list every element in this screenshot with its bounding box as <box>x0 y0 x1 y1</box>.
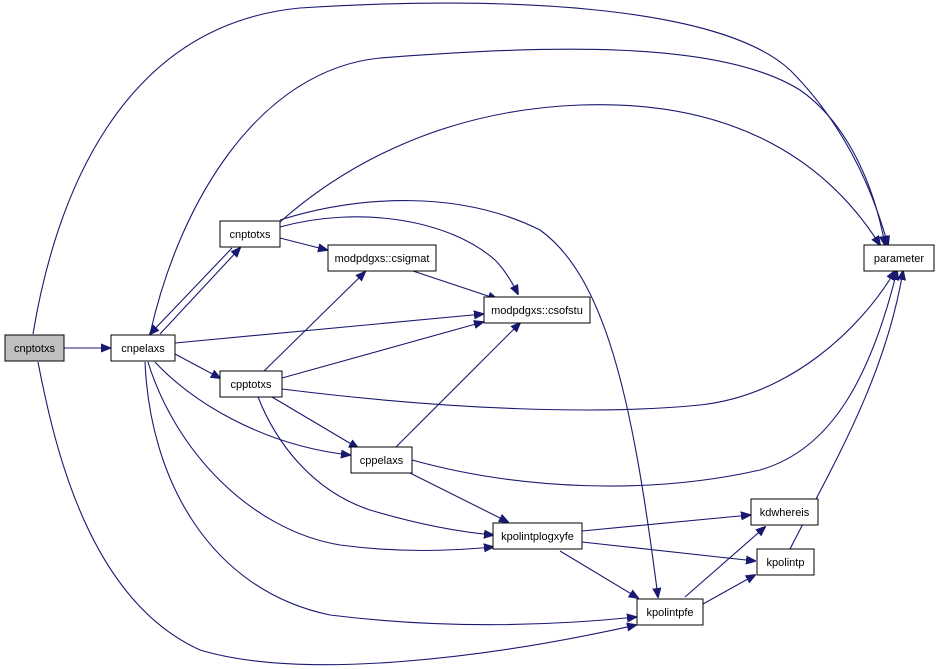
node-cnptotxs[interactable]: cnptotxs <box>219 220 281 248</box>
node-kpolintplogxyfe[interactable]: kpolintplogxyfe <box>492 522 583 550</box>
edge-cnpelaxs-to-csofstu <box>174 314 483 344</box>
svg-text:kpolintp: kpolintp <box>767 557 805 569</box>
edge-cnpelaxs-to-kpolintplogxyfe <box>147 361 493 551</box>
edge-cnptotxs-to-csofstu <box>279 216 518 294</box>
svg-text:kdwhereis: kdwhereis <box>760 507 810 519</box>
svg-text:cnpelaxs: cnpelaxs <box>121 343 165 355</box>
edge-kpolintpfe-to-kdwhereis <box>684 527 765 598</box>
edge-cnptotxs-to-csigmat <box>279 237 327 250</box>
node-modpdgxs-csigmat[interactable]: modpdgxs::csigmat <box>327 244 437 272</box>
svg-text:parameter: parameter <box>874 253 924 265</box>
node-kpolintpfe[interactable]: kpolintpfe <box>636 598 704 626</box>
edge-cppelaxs-to-csofstu <box>395 323 520 448</box>
svg-text:cppelaxs: cppelaxs <box>360 455 404 467</box>
node-kdwhereis[interactable]: kdwhereis <box>750 498 819 526</box>
edge-kpolintplogxyfe-to-kpolintpfe <box>559 550 638 598</box>
svg-text:modpdgxs::csigmat: modpdgxs::csigmat <box>335 253 430 265</box>
svg-text:cpptotxs: cpptotxs <box>231 379 272 391</box>
edge-cnptotxs-root-to-kpolintpfe <box>37 361 636 666</box>
edge-cnpelaxs-to-cpptotxs <box>174 353 220 378</box>
node-parameter[interactable]: parameter <box>863 244 935 272</box>
svg-text:kpolintpfe: kpolintpfe <box>646 607 693 619</box>
node-cnptotxs-root[interactable]: cnptotxs <box>4 334 65 362</box>
edge-cnpelaxs-to-parameter <box>149 48 885 335</box>
svg-text:cnptotxs: cnptotxs <box>14 343 55 355</box>
edge-cnptotxs-root-to-parameter <box>32 2 888 335</box>
edge-cnptotxs-to-cnpelaxs <box>150 247 233 334</box>
edge-cnptotxs-to-parameter <box>279 104 880 245</box>
svg-text:cnptotxs: cnptotxs <box>230 229 271 241</box>
node-cnpelaxs[interactable]: cnpelaxs <box>110 334 176 362</box>
edge-cpptotxs-to-cppelaxs <box>271 396 358 448</box>
edge-kpolintplogxyfe-to-kdwhereis <box>581 515 750 532</box>
svg-text:kpolintplogxyfe: kpolintplogxyfe <box>501 531 574 543</box>
edge-cppelaxs-to-kpolintplogxyfe <box>409 472 508 522</box>
edges <box>32 2 903 666</box>
edge-cnpelaxs-to-kpolintpfe <box>144 361 636 626</box>
edge-cnpelaxs-to-cnptotxs <box>159 248 240 335</box>
edge-cpptotxs-to-kpolintplogxyfe <box>257 396 493 535</box>
node-modpdgxs-csofstu[interactable]: modpdgxs::csofstu <box>483 296 591 324</box>
edge-cnpelaxs-to-cppelaxs <box>154 361 350 455</box>
node-cppelaxs[interactable]: cppelaxs <box>350 446 413 474</box>
edge-cpptotxs-to-parameter <box>281 271 895 411</box>
edge-kpolintpfe-to-kpolintp <box>702 575 755 605</box>
edge-cnptotxs-to-kpolintpfe <box>279 200 658 597</box>
edge-csigmat-to-csofstu <box>409 269 497 299</box>
svg-text:modpdgxs::csofstu: modpdgxs::csofstu <box>491 305 583 317</box>
node-cpptotxs[interactable]: cpptotxs <box>219 370 283 398</box>
edge-kpolintplogxyfe-to-kpolintp <box>581 541 755 561</box>
edge-cpptotxs-to-csofstu <box>281 322 483 379</box>
edge-cpptotxs-to-csigmat <box>261 272 365 374</box>
edge-cppelaxs-to-parameter <box>411 271 897 487</box>
node-kpolintp[interactable]: kpolintp <box>756 548 815 576</box>
